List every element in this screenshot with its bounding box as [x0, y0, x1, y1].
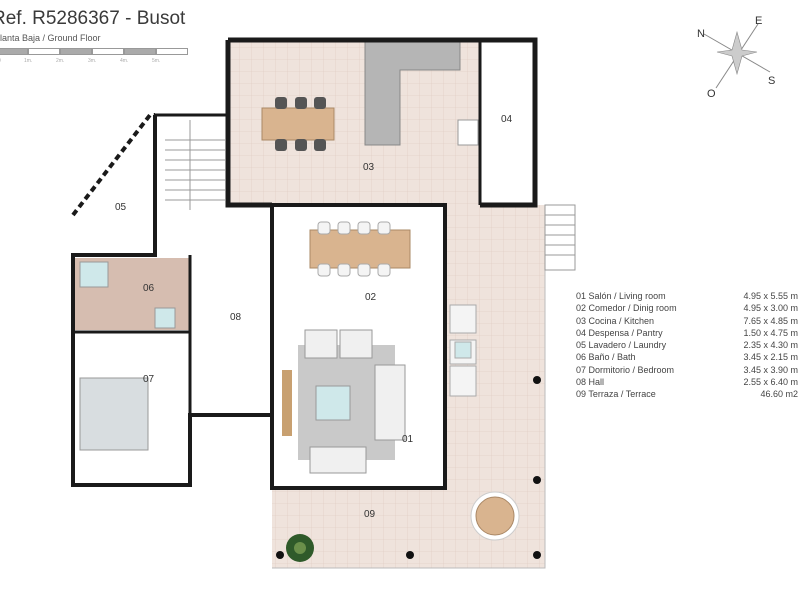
room-hall	[190, 210, 272, 415]
room-label-03: 03	[363, 162, 375, 173]
compass-south: S	[768, 75, 775, 87]
terrace-columns	[276, 376, 541, 559]
room-label-07: 07	[143, 374, 155, 385]
room-laundry	[73, 115, 155, 255]
compass-west: O	[707, 88, 716, 100]
outdoor-table	[470, 491, 520, 541]
dining-table	[309, 229, 411, 269]
room-label-06: 06	[143, 283, 155, 294]
floor-subtitle: Planta Baja / Ground Floor	[0, 33, 101, 43]
scale-label: 5m.	[152, 58, 161, 64]
compass-north: N	[697, 28, 705, 40]
room-pantry	[480, 40, 535, 205]
scale-label: 1m.	[24, 58, 33, 64]
room-label-02: 02	[365, 292, 377, 303]
scale-bar	[0, 48, 188, 55]
kitchen-table	[261, 107, 335, 141]
sofas	[304, 329, 406, 474]
coffee-table	[315, 385, 351, 421]
tv-unit	[282, 370, 292, 436]
scale-label: 0	[0, 58, 1, 64]
room-label-09: 09	[364, 509, 376, 520]
palm-plant-icon	[286, 534, 314, 562]
stairs	[155, 115, 228, 210]
lounge-chairs	[449, 304, 477, 397]
scale-label: 2m.	[56, 58, 65, 64]
room-label-08: 08	[230, 312, 242, 323]
terrace-steps	[544, 204, 576, 271]
plan-title: Ref. R5286367 - Busot	[0, 8, 186, 29]
scale-label: 3m.	[88, 58, 97, 64]
room-label-04: 04	[501, 114, 513, 125]
room-label-05: 05	[115, 202, 127, 213]
walls	[71, 37, 538, 490]
compass-rose-icon: N E S O	[697, 15, 775, 100]
bed	[79, 377, 149, 451]
room-label-01: 01	[402, 434, 414, 445]
compass-east: E	[755, 15, 762, 27]
scale-label: 4m.	[120, 58, 129, 64]
